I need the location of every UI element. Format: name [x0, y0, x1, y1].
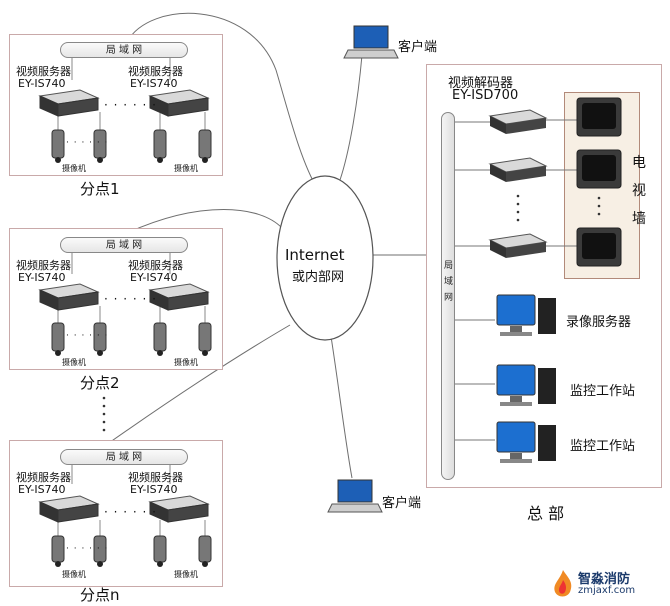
branch-2-camera-label-a: 摄像机 — [62, 358, 86, 367]
internet-label-2: 或内部网 — [292, 270, 345, 285]
watermark-brand: 智淼消防 — [578, 572, 631, 587]
branch-1-camera-label-b: 摄像机 — [174, 164, 198, 173]
branch-1-encoder-a-label2: EY-IS740 — [18, 77, 66, 90]
branch-n-title: 分点n — [80, 586, 120, 604]
branch-2-encoder-a-label1: 视频服务器 — [16, 259, 71, 272]
branch-n-camera-ellipsis: · · · · · · — [66, 544, 109, 554]
branch-2-ellipsis: · · · · · · — [104, 292, 157, 306]
client-bottom-label: 客户端 — [382, 496, 422, 511]
branch-2-encoder-b-label1: 视频服务器 — [128, 259, 183, 272]
tv-wall-char-3: 墙 — [632, 211, 646, 227]
branch-1-encoder-b-label2: EY-IS740 — [130, 77, 178, 90]
branch-1-encoder-a-label1: 视频服务器 — [16, 65, 71, 78]
branch-2-lan-bus: 局 域 网 — [60, 237, 188, 253]
branch-1-encoder-b-label1: 视频服务器 — [128, 65, 183, 78]
internet-cloud — [276, 175, 374, 341]
branch-1-camera-label-a: 摄像机 — [62, 164, 86, 173]
decoder-label-2: EY-ISD700 — [452, 88, 519, 103]
branch-n-encoder-b-label2: EY-IS740 — [130, 483, 178, 496]
branch-n-camera-label-b: 摄像机 — [174, 570, 198, 579]
branch-1-lan-bus: 局 域 网 — [60, 42, 188, 58]
hq-lan-bus — [441, 112, 455, 480]
branch-n-encoder-a-label1: 视频服务器 — [16, 471, 71, 484]
branch-2-title: 分点2 — [80, 374, 120, 392]
branch-2-camera-label-b: 摄像机 — [174, 358, 198, 367]
branch-2-camera-ellipsis: · · · · · · — [66, 331, 109, 341]
branch-2-encoder-b-label2: EY-IS740 — [130, 271, 178, 284]
hq-lan-char-1: 局 — [444, 261, 454, 271]
branch-1-ellipsis: · · · · · · — [104, 98, 157, 112]
branch-n-camera-label-a: 摄像机 — [62, 570, 86, 579]
flame-logo-icon — [554, 570, 572, 597]
workstation-2-label: 监控工作站 — [570, 439, 636, 454]
hq-title: 总 部 — [527, 504, 565, 523]
branch-1-title: 分点1 — [80, 180, 120, 198]
branch-n-encoder-b-label1: 视频服务器 — [128, 471, 183, 484]
recording-server-label: 录像服务器 — [566, 315, 632, 330]
watermark: 智淼消防 zmjaxf.com — [548, 568, 660, 600]
workstation-1-label: 监控工作站 — [570, 384, 636, 399]
hq-lan-char-3: 网 — [444, 293, 454, 303]
tv-wall-char-1: 电 — [632, 155, 646, 171]
branch-n-encoder-a-label2: EY-IS740 — [18, 483, 66, 496]
branch-1-camera-ellipsis: · · · · · · — [66, 138, 109, 148]
watermark-url: zmjaxf.com — [578, 585, 636, 596]
branch-n-lan-bus: 局 域 网 — [60, 449, 188, 465]
client-top-label: 客户端 — [398, 40, 438, 55]
hq-lan-char-2: 域 — [444, 277, 454, 287]
branch-2-encoder-a-label2: EY-IS740 — [18, 271, 66, 284]
tv-wall-char-2: 视 — [632, 183, 646, 199]
decoder-label-1: 视频解码器 — [448, 76, 514, 91]
internet-label: Internet — [285, 246, 345, 264]
branch-n-ellipsis: · · · · · · — [104, 505, 157, 519]
